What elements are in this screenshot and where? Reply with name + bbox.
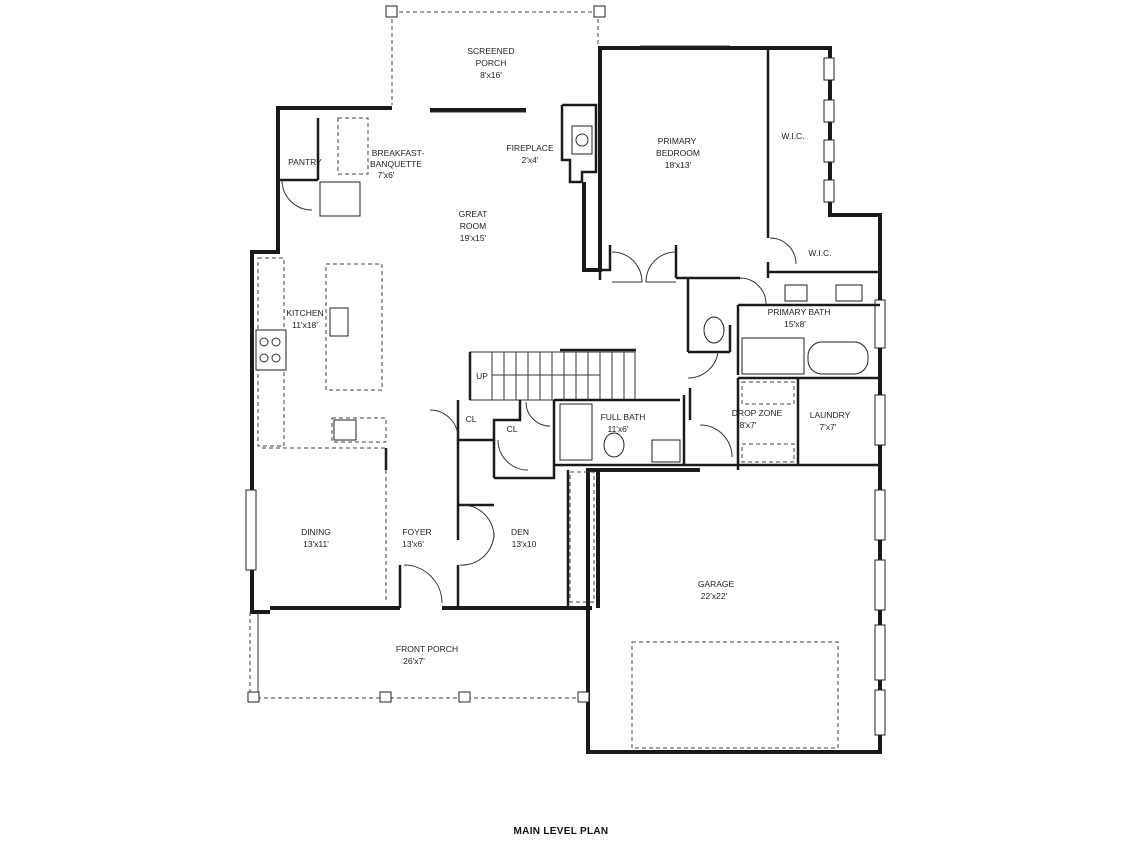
closet-label-2: CL [507,424,518,434]
room-labels: SCREENED PORCH 8'x16' BREAKFAST- BANQUET… [286,46,850,666]
pantry-label: PANTRY [288,157,322,167]
interior-walls [262,50,880,608]
foyer-label: FOYER [402,527,431,537]
drop-zone-size: 8'x7' [740,420,757,430]
fireplace-size: 2'x4' [522,155,539,165]
primary-bedroom-label-2: BEDROOM [656,148,700,158]
screened-porch-label: SCREENED [467,46,514,56]
full-bath-label: FULL BATH [601,412,646,422]
den-label: DEN [511,527,529,537]
exterior-walls [250,45,886,754]
wic-lower-label: W.I.C. [808,248,831,258]
primary-bath-size: 15'x8' [784,319,806,329]
front-porch-size: 26'x7' [403,656,425,666]
breakfast-size: 7'x6' [378,170,395,180]
great-room-size: 19'x15' [460,233,487,243]
screened-porch-label-2: PORCH [476,58,507,68]
great-room-label: GREAT [459,209,488,219]
screened-porch-size: 8'x16' [480,70,502,80]
kitchen-label: KITCHEN [286,308,323,318]
breakfast-label: BREAKFAST- [372,148,425,158]
great-room-label-2: ROOM [460,221,486,231]
den-size: 13'x10 [512,539,537,549]
doors [281,111,797,604]
closet-label-1: CL [466,414,477,424]
laundry-label: LAUNDRY [810,410,851,420]
foyer-size: 13'x6' [402,539,424,549]
wic-upper-label: W.I.C. [781,131,804,141]
drop-zone-label: DROP ZONE [732,408,783,418]
front-porch-label: FRONT PORCH [396,644,458,654]
primary-bedroom-size: 18'x13' [665,160,692,170]
dining-size: 13'x11' [303,539,329,549]
fireplace-label: FIREPLACE [506,143,554,153]
kitchen-size: 11'x18' [292,320,318,330]
primary-bedroom-label: PRIMARY [658,136,697,146]
laundry-size: 7'x7' [820,422,837,432]
full-bath-size: 11'x6' [607,424,628,434]
dining-label: DINING [301,527,331,537]
primary-bath-label: PRIMARY BATH [768,307,831,317]
front-porch-area [245,489,590,703]
stairs-up-label: UP [476,371,488,381]
fixtures [255,117,869,749]
plan-title: MAIN LEVEL PLAN [514,826,609,837]
breakfast-label-2: BANQUETTE [370,159,422,169]
screened-porch-area [385,5,606,105]
garage-size: 22'x22' [701,591,728,601]
garage-label: GARAGE [698,579,735,589]
